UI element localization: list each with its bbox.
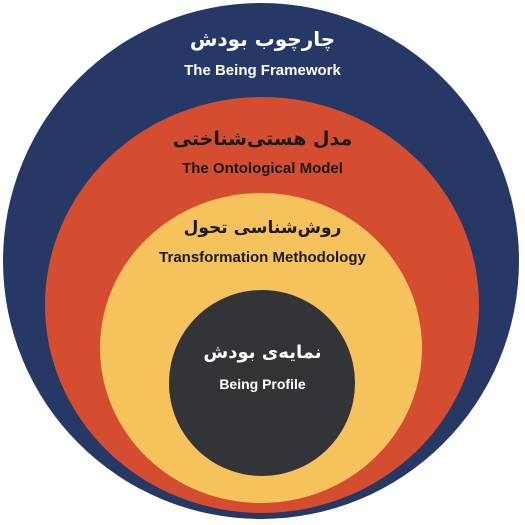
- transformation-methodology-label-fa: روش‌شناسی تحول: [183, 218, 342, 238]
- framework-label-fa: چارچوب بودش: [189, 27, 336, 51]
- ontological-model-label-fa: مدل هستی‌شناختی: [172, 128, 353, 150]
- being-profile-circle: [169, 290, 355, 476]
- framework-label-en: The Being Framework: [184, 62, 341, 79]
- transformation-methodology-label-en: Transformation Methodology: [159, 249, 366, 266]
- being-profile-label-fa: نمایه‌ی بودش: [203, 342, 322, 363]
- being-profile-label-en: Being Profile: [219, 376, 306, 392]
- ontological-model-label-en: The Ontological Model: [182, 160, 343, 177]
